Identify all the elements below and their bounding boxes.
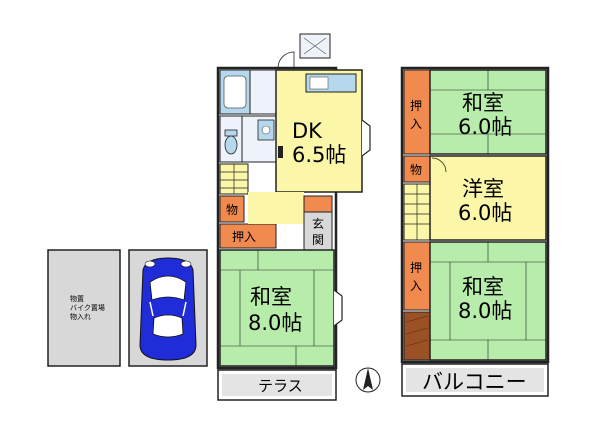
dk-name: DK: [292, 119, 323, 143]
door-swing: [277, 51, 295, 69]
parking-area: [128, 249, 208, 367]
genkan-label-1: 玄: [312, 216, 324, 231]
storage-label-line1: 物置: [70, 294, 84, 303]
mono-1f-label: 物: [226, 203, 238, 217]
washitsu-1f-name: 和室: [250, 285, 292, 309]
storage-area: 物置 バイク置場 物入れ: [47, 249, 121, 367]
washitsu-2f-top-name: 和室: [462, 91, 504, 115]
floor-2f: 押 入 和室 6.0帖 物 洋室 6.0帖 押 入: [400, 66, 550, 397]
storage-label-line3: 物入れ: [70, 312, 91, 321]
closet-mono-2f: [403, 155, 431, 183]
shoe-closet: [303, 195, 333, 213]
oshiire-2f-bottom-char2: 入: [410, 279, 422, 293]
bay-window: [361, 119, 371, 157]
oshiire-1f-label: 押入: [232, 230, 256, 244]
terrace-label: テラス: [258, 377, 303, 395]
closet-oshiire-2f-bottom: [403, 241, 431, 311]
closet-mono-1f: [219, 195, 245, 223]
genkan: [303, 211, 333, 253]
washitsu-2f-bottom-size: 8.0帖: [458, 299, 512, 323]
toilet-icon: [224, 135, 238, 155]
storage-label-line2: バイク置場: [70, 303, 105, 312]
car-icon: [139, 257, 197, 361]
genkan-label-2: 関: [312, 233, 324, 247]
bathroom-floor: [249, 69, 277, 115]
youshitsu-size: 6.0帖: [458, 201, 512, 225]
oshiire-2f-top-char2: 入: [410, 117, 422, 131]
balcony-label: バルコニー: [422, 370, 527, 394]
oshiire-2f-bottom-char1: 押: [410, 261, 422, 275]
washitsu-2f-top-size: 6.0帖: [458, 115, 512, 139]
youshitsu-name: 洋室: [462, 177, 504, 201]
mono-2f-label: 物: [410, 163, 422, 177]
floor-1f: DK 6.5帖 物 押入 玄 関 和室 8.0帖: [216, 33, 371, 401]
youshitsu: [429, 155, 547, 241]
dk-size: 6.5帖: [292, 143, 346, 167]
washitsu-1f-size: 8.0帖: [248, 311, 302, 335]
oshiire-2f-top-char1: 押: [410, 99, 422, 113]
washitsu-2f-bottom-name: 和室: [462, 275, 504, 299]
north-arrow-icon: [355, 367, 381, 393]
washitsu-1f: [219, 249, 335, 367]
